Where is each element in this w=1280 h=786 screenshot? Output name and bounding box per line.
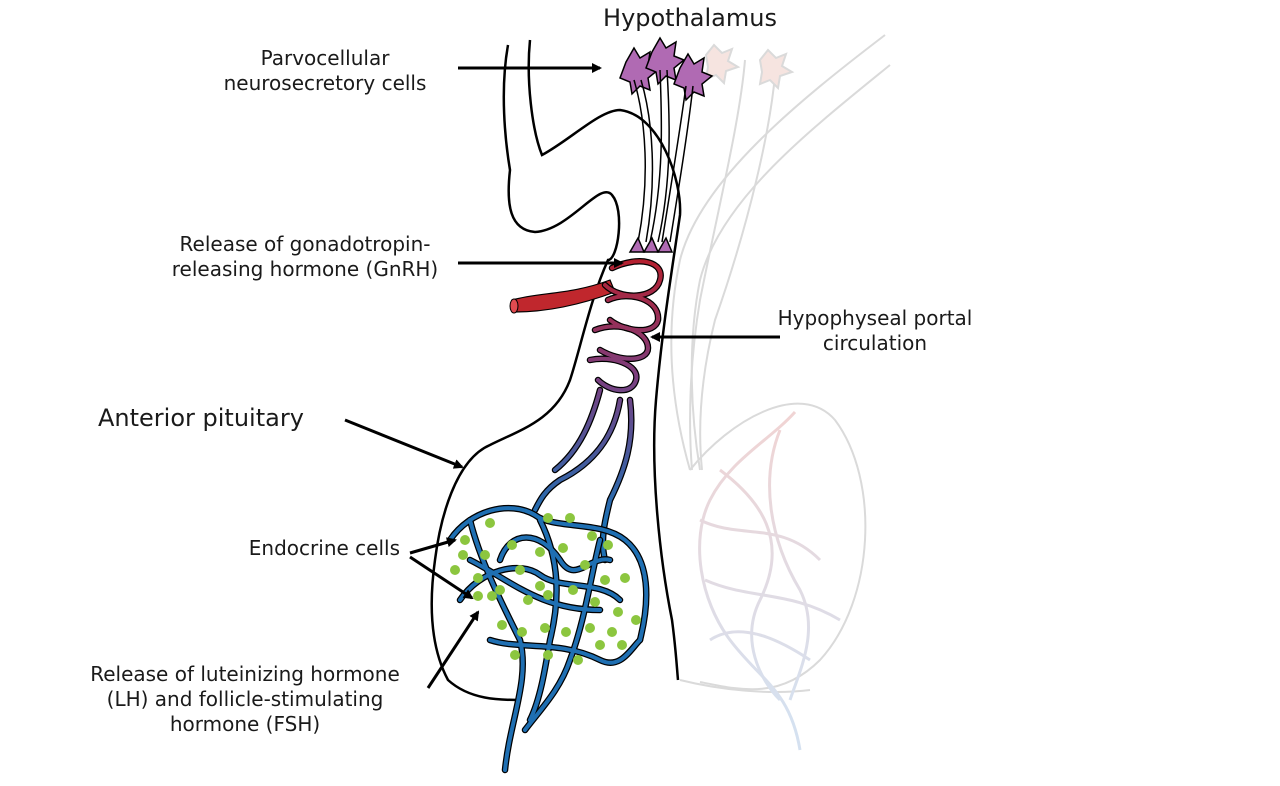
arrow-endocrine-2 (409, 555, 474, 600)
portal-vessels (531, 258, 664, 564)
endocrine-cell (458, 550, 468, 560)
endocrine-cell (587, 531, 597, 541)
label-hypothalamus: Hypothalamus (603, 4, 777, 32)
endocrine-cell (543, 650, 553, 660)
endocrine-cell (450, 565, 460, 575)
arrows (344, 63, 780, 689)
endocrine-cell (473, 591, 483, 601)
endocrine-cell (473, 573, 483, 583)
faded-posterior-pituitary (670, 34, 891, 693)
endocrine-cell (460, 535, 470, 545)
arrow-lh-fsh (426, 610, 480, 689)
endocrine-cell (485, 518, 495, 528)
endocrine-cell (517, 627, 527, 637)
endocrine-cell (617, 640, 627, 650)
endocrine-cell (585, 623, 595, 633)
endocrine-cell (561, 627, 571, 637)
endocrine-cell (600, 575, 610, 585)
endocrine-cell (540, 623, 550, 633)
endocrine-cell (590, 597, 600, 607)
label-anterior-pituitary: Anterior pituitary (98, 404, 304, 432)
endocrine-cell (497, 620, 507, 630)
endocrine-cell (480, 550, 490, 560)
endocrine-cell (595, 640, 605, 650)
endocrine-cell (515, 565, 525, 575)
endocrine-cell (543, 590, 553, 600)
endocrine-cell (631, 615, 641, 625)
label-gnrh-release: Release of gonadotropin- releasing hormo… (171, 232, 439, 281)
capillary-network (446, 504, 650, 774)
endocrine-cell (613, 607, 623, 617)
endocrine-cell (620, 573, 630, 583)
endocrine-cell (507, 540, 517, 550)
endocrine-cell (543, 513, 553, 523)
endocrine-cells (450, 513, 641, 665)
endocrine-cell (607, 627, 617, 637)
endocrine-cell (558, 543, 568, 553)
endocrine-cell (580, 560, 590, 570)
endocrine-cell (565, 513, 575, 523)
label-lh-fsh-release: Release of luteinizing hormone (LH) and … (90, 662, 400, 736)
label-portal-circulation: Hypophyseal portal circulation (777, 306, 973, 355)
endocrine-cell (535, 581, 545, 591)
endocrine-cell (510, 650, 520, 660)
endocrine-cell (603, 540, 613, 550)
endocrine-cell (487, 591, 497, 601)
pituitary-outline (430, 39, 682, 702)
label-endocrine-cells: Endocrine cells (248, 536, 400, 560)
endocrine-cell (523, 595, 533, 605)
endocrine-cell (573, 655, 583, 665)
arrow-anterior (344, 418, 464, 469)
label-parvocellular-cells: Parvocellular neurosecretory cells (223, 46, 427, 95)
endocrine-cell (535, 547, 545, 557)
faded-capillary-network (698, 411, 841, 751)
endocrine-cell (495, 585, 505, 595)
superior-hypophyseal-artery (509, 279, 616, 314)
arrow-endocrine-1 (409, 537, 457, 555)
endocrine-cell (568, 585, 578, 595)
parvocellular-neurons (619, 36, 714, 253)
